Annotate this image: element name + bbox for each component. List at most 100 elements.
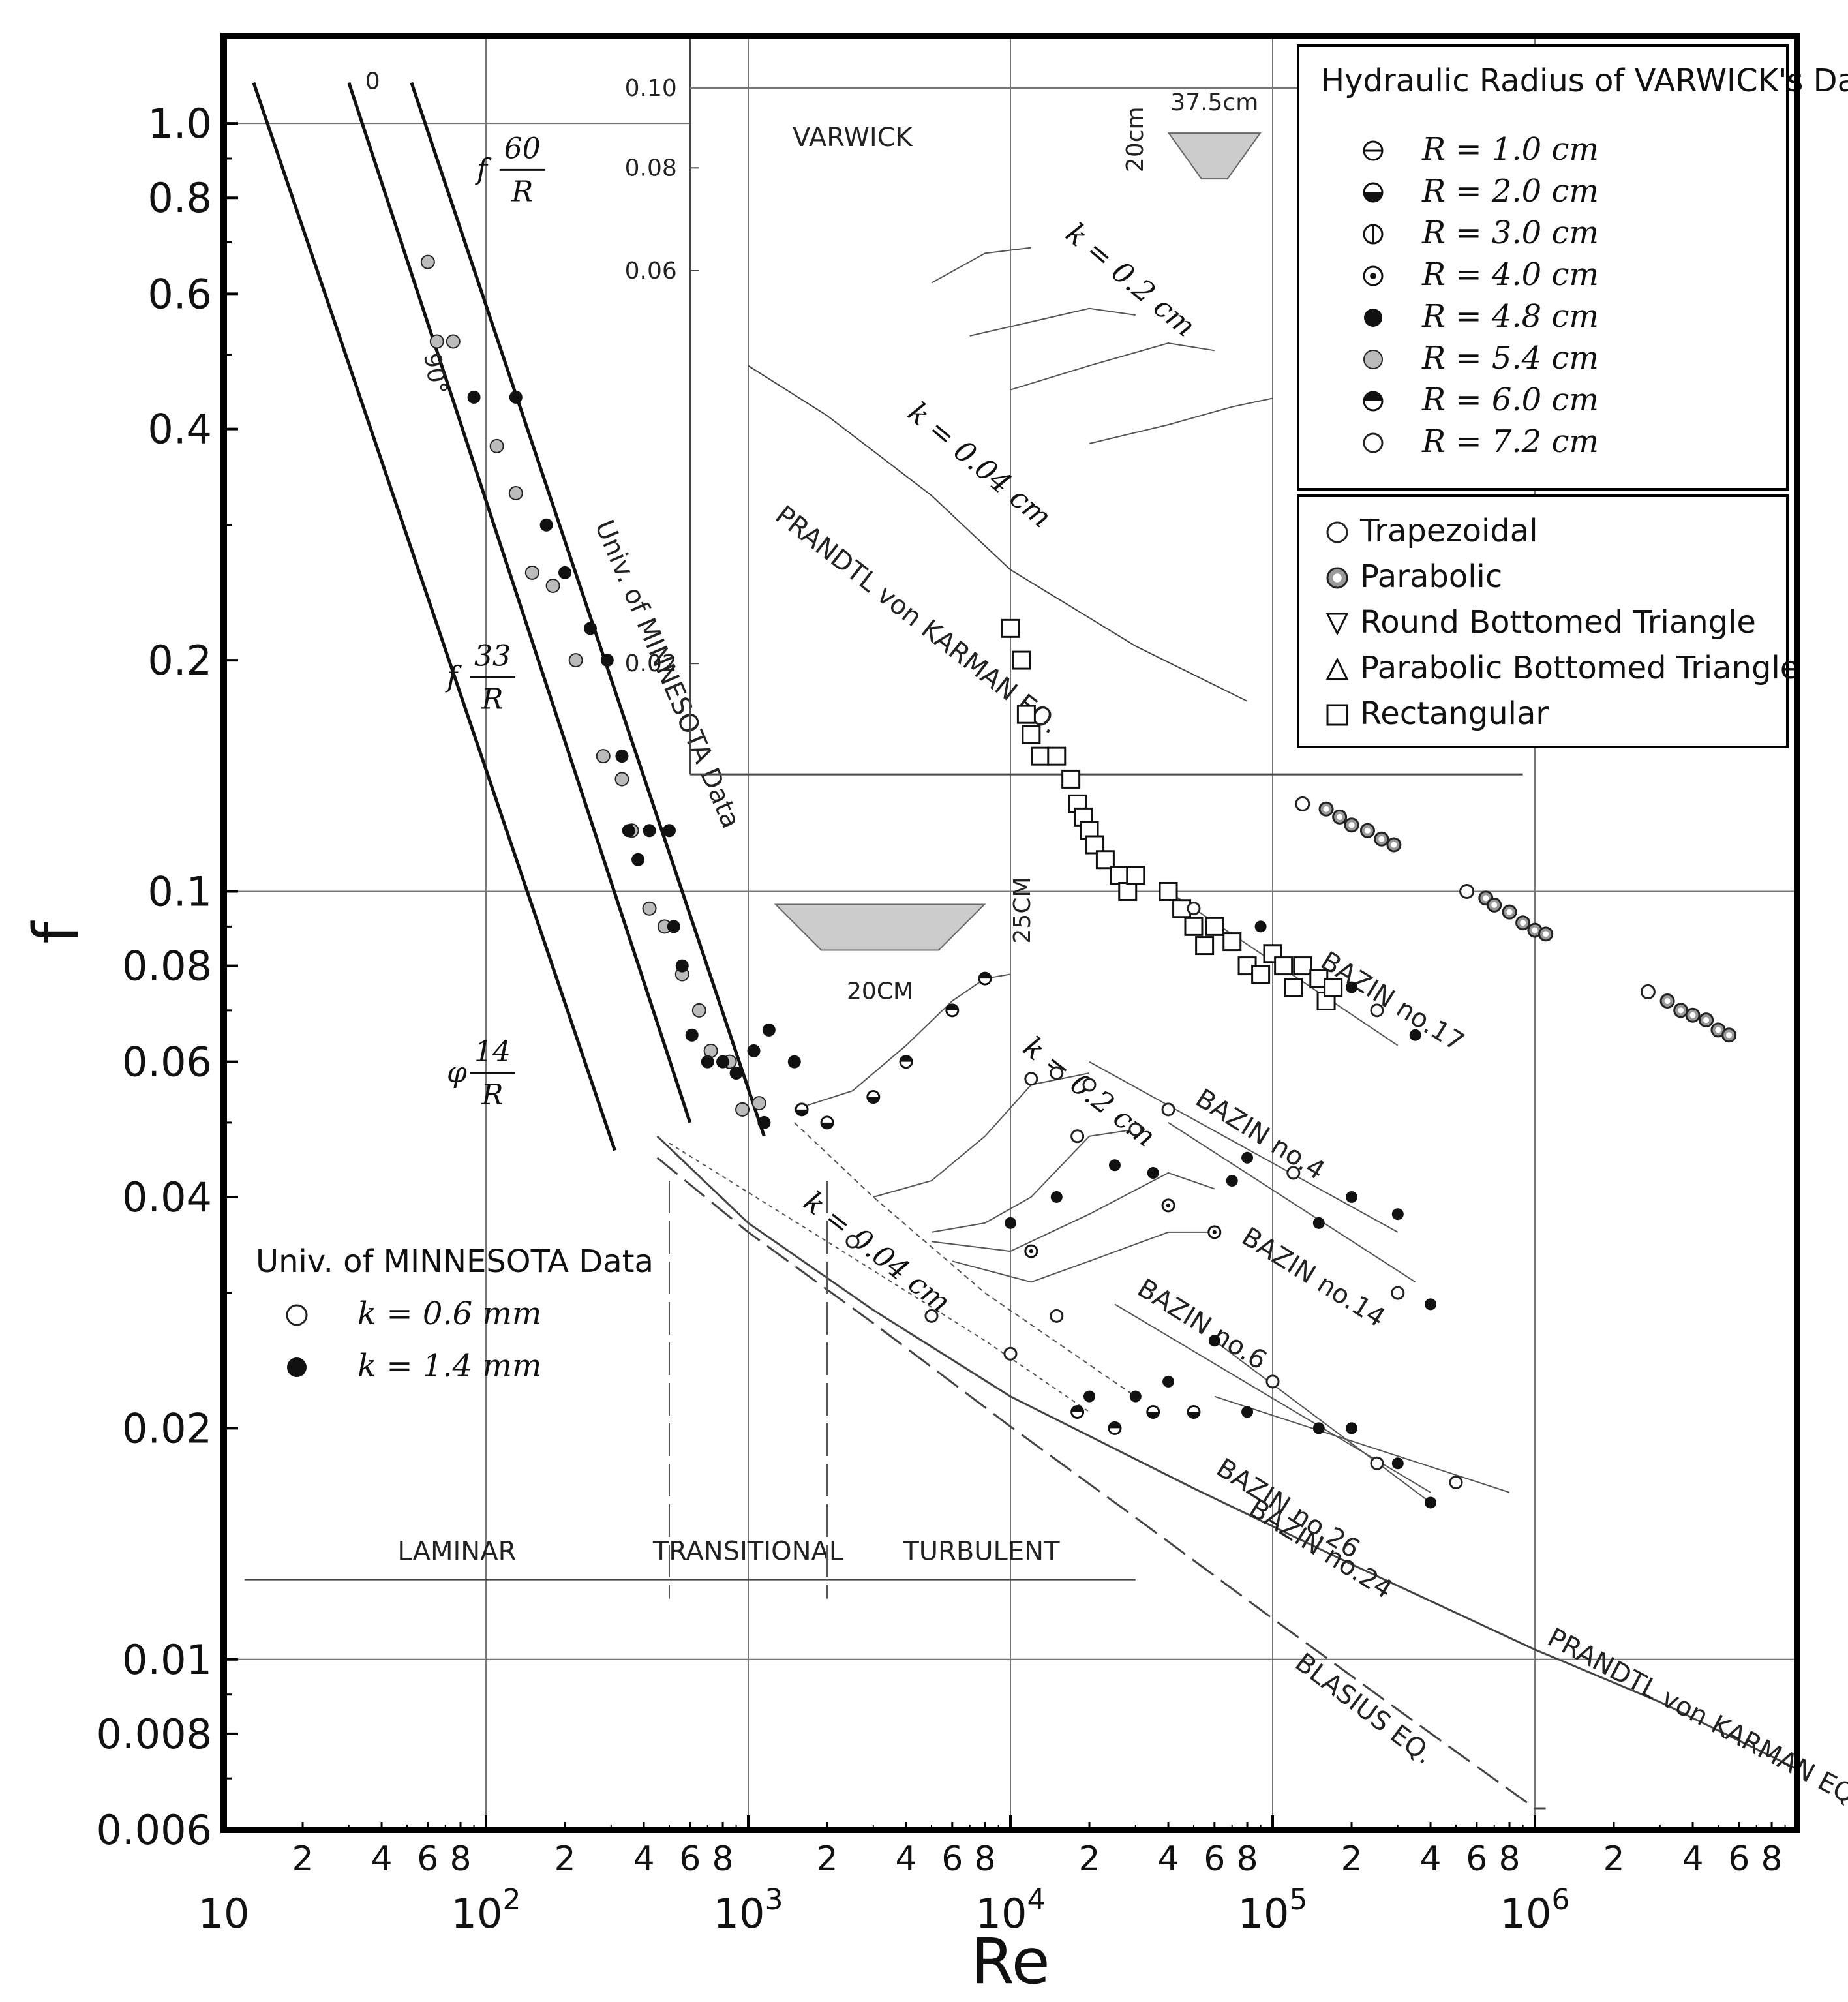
bazin-point-shape bbox=[1241, 1151, 1254, 1164]
data-point bbox=[1502, 904, 1517, 920]
legend-minnesota-label: k = 1.4 mm bbox=[357, 1348, 541, 1384]
x-minor-tick-label: 2 bbox=[554, 1840, 575, 1879]
bazin-point-shape bbox=[1346, 1422, 1358, 1434]
varwick-point bbox=[1050, 1309, 1064, 1323]
data-point bbox=[1022, 725, 1041, 744]
x-minor-tick-label: 8 bbox=[712, 1840, 733, 1879]
bazin-point bbox=[1187, 902, 1201, 916]
channel-shape bbox=[774, 903, 986, 951]
legend-varwick-box bbox=[1297, 44, 1789, 491]
legend-varwick-marker bbox=[1363, 182, 1384, 203]
plot-frame bbox=[220, 33, 1800, 1833]
x-minor-tick-label: 2 bbox=[816, 1840, 838, 1879]
bazin-point-shape bbox=[1370, 1003, 1384, 1018]
varwick-point bbox=[1162, 1375, 1175, 1388]
data-point-shape bbox=[1001, 618, 1020, 638]
bazin-point bbox=[1208, 1335, 1220, 1347]
legend-varwick-marker-dot bbox=[1370, 273, 1376, 279]
data-point bbox=[1685, 1007, 1701, 1023]
data-point-shape bbox=[631, 853, 645, 866]
inset-width-label: 37.5cm bbox=[1170, 89, 1258, 116]
y-tick-label: 0.008 bbox=[97, 1710, 213, 1758]
bazin-point bbox=[1425, 1298, 1437, 1311]
data-point bbox=[667, 920, 680, 933]
x-minor-tick-label: 6 bbox=[1728, 1840, 1750, 1879]
legend-minnesota-marker bbox=[287, 1357, 307, 1377]
data-point bbox=[751, 1096, 766, 1111]
bazin-point bbox=[1346, 1422, 1358, 1434]
bazin-point bbox=[1370, 1003, 1384, 1018]
data-point-shape bbox=[568, 653, 583, 668]
data-point bbox=[762, 1023, 776, 1037]
data-point-shape bbox=[596, 749, 611, 764]
data-point bbox=[1047, 746, 1067, 766]
y-tick-label: 0.01 bbox=[122, 1636, 212, 1684]
legend-shapes-label: Parabolic Bottomed Triangle bbox=[1360, 650, 1799, 686]
data-point bbox=[1001, 618, 1020, 638]
data-point bbox=[675, 959, 689, 973]
bazin-line bbox=[1168, 1122, 1416, 1283]
data-point-shape bbox=[1016, 705, 1036, 724]
k-label: k = 0.2 cm bbox=[1017, 1030, 1162, 1153]
data-point bbox=[631, 853, 645, 866]
bazin-point-shape bbox=[1286, 1166, 1301, 1180]
x-minor-tick-label: 4 bbox=[633, 1840, 654, 1879]
legend-varwick-label: R = 4.8 cm bbox=[1421, 298, 1599, 335]
bazin-point-shape bbox=[1187, 902, 1201, 916]
inset-channel-shape bbox=[1167, 132, 1262, 180]
data-point bbox=[545, 578, 560, 593]
x-minor-tick-label: 6 bbox=[941, 1840, 963, 1879]
varwick-point bbox=[1003, 1346, 1018, 1361]
y-tick-label: 0.8 bbox=[147, 174, 212, 222]
varwick-point-shape bbox=[1083, 1390, 1096, 1403]
varwick-point bbox=[1187, 1404, 1201, 1419]
data-point bbox=[1159, 881, 1178, 901]
data-point-inner bbox=[1715, 1027, 1721, 1033]
reference-curve-dotted bbox=[794, 1122, 1136, 1397]
legend-varwick-marker-shape bbox=[1363, 350, 1383, 369]
data-point-shape bbox=[787, 1055, 801, 1069]
legend-minnesota-marker bbox=[286, 1304, 308, 1326]
x-minor-tick-label: 2 bbox=[292, 1840, 313, 1879]
varwick-point-fill bbox=[1187, 1412, 1200, 1418]
legend-shapes-marker-shape bbox=[1325, 657, 1349, 680]
varwick-point bbox=[899, 1055, 913, 1069]
x-tick-exponent: 2 bbox=[502, 1883, 521, 1917]
varwick-point bbox=[945, 1003, 960, 1018]
y-tick-label: 0.08 bbox=[122, 943, 212, 990]
varwick-point-dot bbox=[1166, 1203, 1171, 1208]
x-minor-tick-label: 4 bbox=[1157, 1840, 1179, 1879]
line-label-denominator: R bbox=[511, 175, 533, 208]
data-points bbox=[420, 254, 1737, 1509]
line-label-numerator: 14 bbox=[474, 1035, 511, 1069]
legend-varwick-marker-fill bbox=[1364, 392, 1382, 401]
data-point-shape bbox=[643, 824, 656, 838]
legend-shapes-label: Round Bottomed Triangle bbox=[1360, 604, 1756, 641]
data-point bbox=[614, 772, 629, 787]
varwick-point bbox=[1129, 1390, 1142, 1403]
varwick-point bbox=[1128, 1122, 1143, 1136]
k-label: k = 0.04 cm bbox=[797, 1185, 956, 1319]
data-point bbox=[558, 566, 572, 579]
data-point bbox=[446, 334, 461, 349]
blasius-curve bbox=[656, 1157, 1546, 1810]
varwick-point-shape bbox=[1050, 1066, 1064, 1080]
bazin-point-shape bbox=[1226, 1175, 1238, 1187]
legend-shapes-marker-shape bbox=[1325, 613, 1349, 636]
varwick-point-fill bbox=[1108, 1422, 1121, 1429]
bazin-line bbox=[1214, 1395, 1510, 1493]
bazin-label: BAZIN no.4 bbox=[1190, 1084, 1330, 1187]
legend-shapes-marker bbox=[1326, 521, 1348, 543]
data-point bbox=[787, 1055, 801, 1069]
x-tick-exponent: 4 bbox=[1027, 1883, 1045, 1917]
data-point bbox=[757, 1115, 771, 1129]
line-label-prefix: φ bbox=[447, 1056, 467, 1089]
data-point-shape bbox=[600, 654, 614, 667]
series-square bbox=[1001, 618, 1343, 1010]
data-point-shape bbox=[729, 1067, 743, 1080]
data-point-shape bbox=[747, 1044, 761, 1057]
data-point-shape bbox=[1047, 746, 1067, 766]
data-point-shape bbox=[675, 959, 689, 973]
